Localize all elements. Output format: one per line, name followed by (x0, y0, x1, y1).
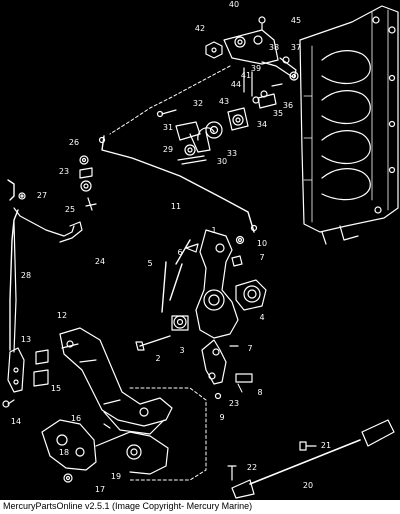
callout-label: 27 (37, 191, 47, 200)
callout-label: 12 (57, 311, 67, 320)
callout-label: 41 (241, 71, 251, 80)
throttle-cam-assembly (135, 229, 267, 400)
callout-label: 23 (59, 167, 69, 176)
callout-label: 5 (147, 259, 152, 268)
callout-label: 7 (247, 344, 252, 353)
callout-label: 21 (321, 441, 331, 450)
callout-label: 20 (303, 481, 313, 490)
callout-label: 15 (51, 384, 61, 393)
callout-label: 37 (291, 43, 301, 52)
throttle-cam-linkage (205, 16, 299, 109)
callout-label: 31 (163, 123, 173, 132)
callout-label: 13 (21, 335, 31, 344)
callout-label: 23 (229, 399, 239, 408)
callout-label: 3 (179, 346, 184, 355)
callout-label: 26 (69, 138, 79, 147)
throttle-bracket-assembly (156, 83, 283, 165)
shift-switch-parts (2, 347, 49, 408)
callout-label: 32 (193, 99, 203, 108)
callout-label: 22 (247, 463, 257, 472)
callout-label: 11 (171, 202, 181, 211)
callout-label: 35 (273, 109, 283, 118)
callout-label: 6 (177, 248, 182, 257)
throttle-link-rod (98, 135, 258, 233)
callout-label: 38 (269, 43, 279, 52)
callout-label: 42 (195, 24, 205, 33)
callout-label: 2 (155, 354, 160, 363)
engine-block-illustration (299, 5, 399, 245)
callout-label: 43 (219, 97, 229, 106)
callout-label: 14 (11, 417, 21, 426)
callout-label: 17 (95, 485, 105, 494)
callout-label: 9 (219, 413, 224, 422)
shift-lever-arm (41, 419, 169, 483)
callout-label: 39 (251, 64, 261, 73)
callout-label: 16 (71, 414, 81, 423)
callout-label: 44 (231, 80, 241, 89)
callout-label: 45 (291, 16, 301, 25)
callout-label: 29 (163, 145, 173, 154)
callout-label: 4 (259, 313, 264, 322)
callout-label: 19 (111, 472, 121, 481)
callout-label: 25 (65, 205, 75, 214)
callout-label: 7 (259, 253, 264, 262)
callout-label: 40 (229, 0, 239, 9)
callout-label: 1 (211, 226, 216, 235)
callout-label: 8 (257, 388, 262, 397)
callout-label: 18 (59, 448, 69, 457)
shift-linkage-left (7, 155, 97, 353)
wiring-harness (227, 419, 395, 499)
callout-label: 33 (227, 149, 237, 158)
copyright-caption-bar: MercuryPartsOnline v2.5.1 (Image Copyrig… (0, 500, 400, 514)
exploded-view-drawing: 1 2 3 4 5 6 7 7 8 9 10 11 12 13 14 15 16… (2, 0, 399, 499)
copyright-caption: MercuryPartsOnline v2.5.1 (Image Copyrig… (3, 501, 253, 511)
callout-label: 24 (95, 257, 105, 266)
callout-label: 36 (283, 101, 293, 110)
callout-label: 30 (217, 157, 227, 166)
shift-bracket (59, 327, 173, 435)
callout-label: 34 (257, 120, 267, 129)
callout-label: 28 (21, 271, 31, 280)
callout-label: 10 (257, 239, 267, 248)
